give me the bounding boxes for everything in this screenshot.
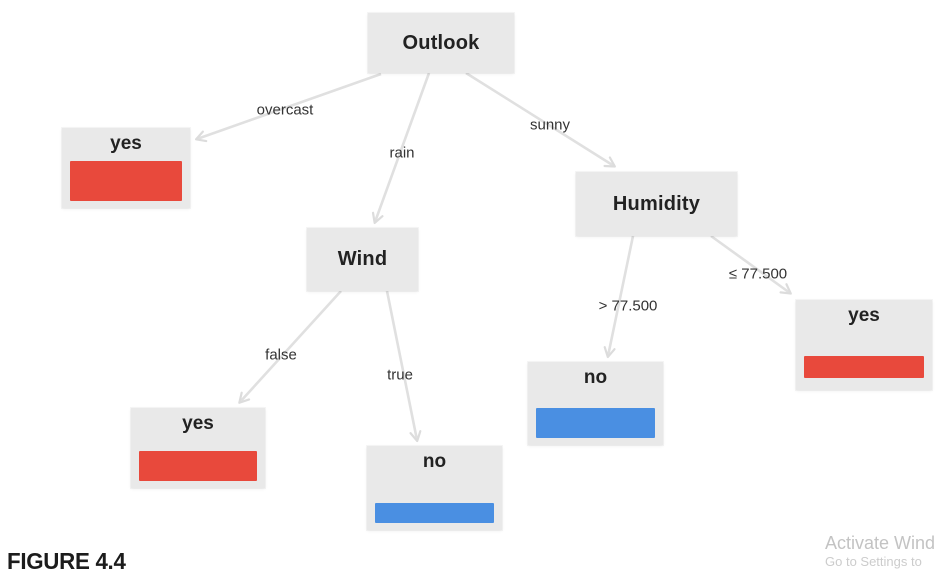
edge-wind-true [385,290,422,443]
edge-humidity-gt [603,235,635,359]
class-distribution-bar [536,408,655,438]
edge-label-le-77500: ≤ 77.500 [728,265,788,283]
class-distribution-bar [375,503,494,523]
edge-label-gt-77500: > 77.500 [598,297,658,315]
watermark-line-1: Activate Wind [825,534,936,553]
leaf-label: yes [110,133,142,154]
leaf-label: no [422,451,447,472]
tree-leaf-humidity-le-yes: yes [796,300,932,390]
tree-node-outlook: Outlook [368,13,514,73]
tree-node-wind: Wind [307,228,418,291]
windows-activation-watermark: Activate Wind Go to Settings to [825,534,939,569]
edge-label-false: false [265,346,297,364]
tree-leaf-wind-true-no: no [367,446,502,530]
node-label-outlook: Outlook [402,31,480,54]
class-distribution-bar [139,451,257,481]
watermark-line-2: Go to Settings to [825,553,922,569]
edge-label-overcast: overcast [256,101,314,119]
edge-humidity-le [710,234,792,295]
node-label-humidity: Humidity [612,192,701,215]
node-label-wind: Wind [337,248,388,270]
leaf-label: yes [848,305,880,326]
edge-label-rain: rain [389,144,415,162]
leaf-label: yes [182,413,214,434]
class-distribution-bar [70,161,182,201]
edge-label-true: true [387,366,413,384]
tree-leaf-overcast-yes: yes [62,128,190,208]
tree-leaf-humidity-gt-no: no [528,362,663,445]
tree-leaf-wind-false-yes: yes [131,408,265,488]
leaf-label: no [583,367,608,388]
tree-node-humidity: Humidity [576,172,737,236]
figure-caption: FIGURE 4.4 [7,548,126,574]
class-distribution-bar [804,356,924,378]
edge-label-sunny: sunny [529,116,571,134]
